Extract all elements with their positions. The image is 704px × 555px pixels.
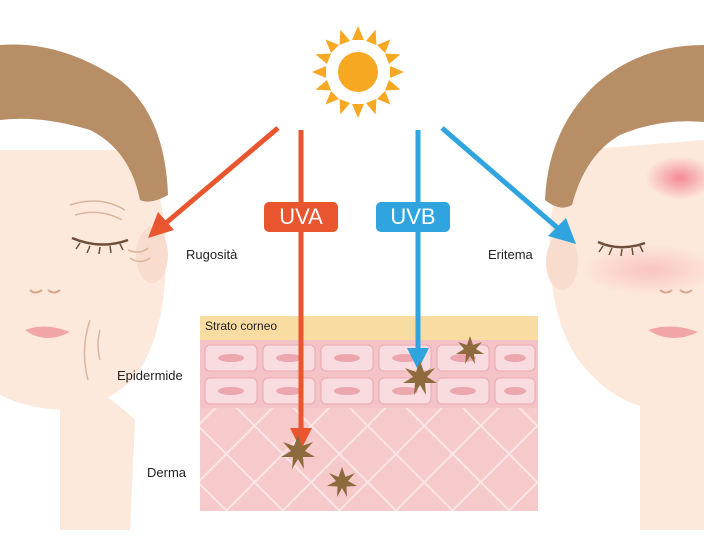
left-ear [136,227,168,283]
uva-arrow-to-dermis [290,130,312,450]
left-face-skin [0,150,166,410]
epidermis-label: Epidermide [117,368,183,383]
erythema-forehead [645,156,704,200]
epidermis-nuclei [218,354,526,395]
uva-arrow-to-face [148,126,280,238]
left-lips [25,326,70,339]
left-nose [29,289,61,294]
left-hair [0,44,168,202]
right-neck [640,370,704,530]
right-eyelid [597,240,646,249]
stratum-corneum-layer [200,316,538,340]
right-lips [648,326,698,339]
erythema-label: Eritema [488,247,533,262]
left-lashes [75,242,124,255]
right-hair [545,45,704,208]
uvb-badge: UVB [376,202,450,232]
uvb-arrow-to-face [440,126,576,244]
dermis-layer [200,408,538,511]
uva-badge: UVA [264,202,338,232]
star-burst-icon [281,336,484,497]
left-face [0,44,168,530]
left-eyelid [71,236,129,246]
skin-cross-section [200,316,538,511]
stratum-corneum-label: Strato corneo [205,319,278,333]
dermis-label: Derma [147,465,187,480]
right-face [545,45,704,530]
uvb-arrow-to-epidermis [407,130,429,370]
left-neck [60,370,135,530]
sun-icon [312,26,404,118]
right-ear [546,234,578,290]
roughness-label: Rugosità [186,247,238,262]
left-wrinkles [69,200,151,381]
right-lashes [598,245,644,257]
erythema-cheeks [580,244,704,296]
right-nose [659,289,693,294]
